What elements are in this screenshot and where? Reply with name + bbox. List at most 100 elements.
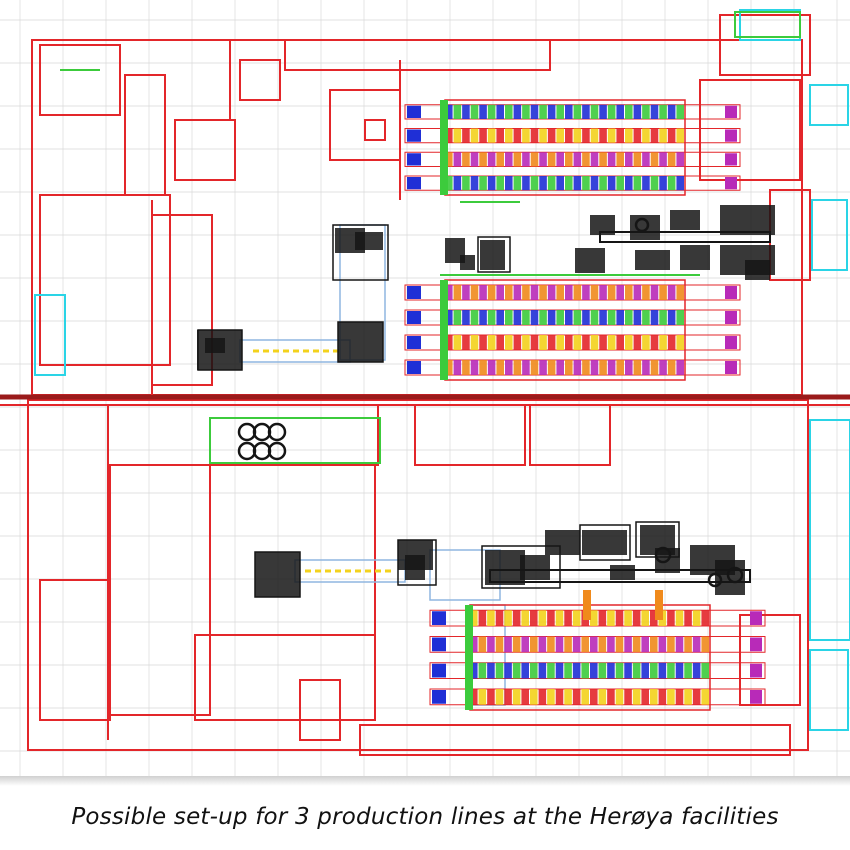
machine-unit <box>545 530 580 555</box>
rack-cell <box>539 360 547 375</box>
line-loader <box>440 100 448 195</box>
lower-hall-outline <box>27 399 809 751</box>
rack-cell <box>496 176 504 191</box>
rack-cell <box>632 689 641 705</box>
rack-cell <box>564 610 572 626</box>
rack-cell <box>479 335 487 350</box>
rack-cell <box>496 152 504 167</box>
rack-cell <box>539 310 547 325</box>
rack-cell <box>633 128 642 143</box>
rack-cell <box>530 128 539 143</box>
rack-cell <box>530 152 539 167</box>
rack-cell <box>530 689 538 705</box>
rack-cell <box>547 176 556 191</box>
rack-cell <box>590 104 599 119</box>
round-unit <box>237 441 257 461</box>
rack-cell <box>555 689 564 705</box>
rack-cell <box>632 610 641 626</box>
rack-cell <box>513 128 522 143</box>
rack-cell <box>590 662 598 679</box>
rack-cell <box>607 285 616 300</box>
rack-cell <box>632 636 641 653</box>
rack-cell <box>650 128 659 143</box>
rack-cell <box>633 104 642 119</box>
rack-cell <box>539 128 547 143</box>
rack-cell <box>573 335 582 350</box>
rack-cell <box>701 689 709 705</box>
rack-cell <box>625 310 633 325</box>
rack-cell <box>530 176 539 191</box>
rack-output <box>725 311 737 324</box>
machine-unit <box>610 565 635 580</box>
rack-cell <box>676 176 684 191</box>
building-walls <box>0 14 850 756</box>
rack-cell <box>564 636 572 653</box>
production-line-3 <box>429 604 766 711</box>
rack-cell <box>513 152 522 167</box>
rack-cell <box>642 310 650 325</box>
rack-input <box>407 311 421 324</box>
machine-frame <box>397 539 437 586</box>
rack-input <box>432 690 446 704</box>
rack-cell <box>615 662 624 679</box>
rack-cell <box>522 285 530 300</box>
rack-cell <box>692 610 701 626</box>
rack-cell <box>650 104 659 119</box>
rack-cell <box>513 360 522 375</box>
rack-cell <box>565 310 573 325</box>
rack-cell <box>642 360 650 375</box>
rack-output <box>750 637 762 652</box>
rack-cell <box>667 128 676 143</box>
rack-cell <box>496 310 504 325</box>
rack-cell <box>650 636 658 653</box>
rack-cell <box>530 104 539 119</box>
rack-cell <box>582 176 590 191</box>
rack-cell <box>684 662 692 679</box>
rack-cell <box>462 176 470 191</box>
rack-cell <box>625 360 633 375</box>
rack-cell <box>590 152 599 167</box>
rack-cell <box>530 662 538 679</box>
rack-cell <box>522 152 530 167</box>
rack-cell <box>659 176 667 191</box>
machine-unit <box>720 205 775 235</box>
rack-cell <box>522 360 530 375</box>
machine-frame <box>197 329 243 371</box>
rack-cell <box>667 662 675 679</box>
machine-unit <box>582 530 627 555</box>
rack-input <box>432 663 446 678</box>
rack-cell <box>539 335 547 350</box>
rack-cell <box>462 360 470 375</box>
rack-cell <box>675 636 684 653</box>
rack-cell <box>470 636 478 653</box>
line-loader <box>465 605 473 710</box>
rack-cell <box>505 176 513 191</box>
rack-cell <box>478 636 487 653</box>
rack-cell <box>642 176 650 191</box>
rack-input <box>432 637 446 652</box>
rack-input <box>407 105 421 118</box>
rack-cell <box>607 335 616 350</box>
rack-cell <box>513 285 522 300</box>
rack-cell <box>701 610 709 626</box>
rack-cell <box>504 689 512 705</box>
machine-unit <box>745 260 770 280</box>
rack-cell <box>650 285 659 300</box>
rack-cell <box>667 335 676 350</box>
rack-cell <box>565 335 573 350</box>
rack-cell <box>453 128 462 143</box>
rack-cell <box>504 662 512 679</box>
rack-cell <box>556 128 564 143</box>
machine-unit <box>480 240 505 270</box>
floor-plan <box>0 0 850 780</box>
rack-cell <box>582 335 590 350</box>
rack-cell <box>676 310 684 325</box>
rack-cell <box>539 104 547 119</box>
rack-cell <box>684 610 692 626</box>
rack-cell <box>530 335 539 350</box>
rack-cell <box>607 152 616 167</box>
rack-cell <box>642 152 650 167</box>
rack-cell <box>624 610 632 626</box>
rack-cell <box>625 152 633 167</box>
rack-cell <box>616 285 624 300</box>
